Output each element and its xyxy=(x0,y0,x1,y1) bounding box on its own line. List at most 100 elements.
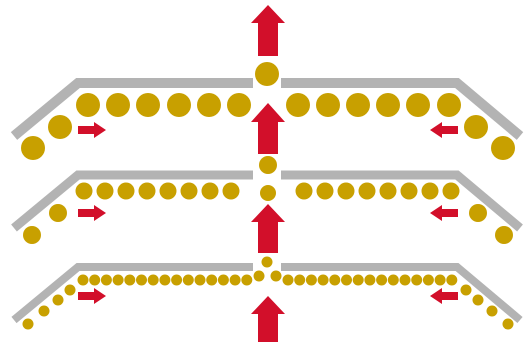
shelf-middle-left xyxy=(11,170,253,232)
particle-bottom-slope-left xyxy=(38,305,50,317)
particle-middle-right xyxy=(421,182,439,200)
particle-bottom-right xyxy=(422,274,434,286)
particle-bottom-right xyxy=(364,274,376,286)
particle-middle-slope-left xyxy=(49,204,67,222)
particle-bottom-left xyxy=(112,274,124,286)
particle-middle-right xyxy=(295,182,313,200)
particle-middle-right xyxy=(337,182,355,200)
shelves-layer xyxy=(10,78,524,324)
particle-bottom-right xyxy=(352,274,364,286)
particle-bottom-right xyxy=(317,274,329,286)
shelf-top-right xyxy=(281,78,524,140)
particle-bottom-left xyxy=(182,274,194,286)
particle-top-left xyxy=(227,93,251,117)
particle-bottom-left xyxy=(136,274,147,286)
particle-middle-right xyxy=(316,182,334,200)
particle-bottom-left xyxy=(77,274,89,286)
particle-middle-left xyxy=(117,182,135,200)
particle-top-slope-left xyxy=(48,115,72,139)
shelf-top-left xyxy=(10,78,253,140)
particle-bottom-slope-right xyxy=(472,294,484,306)
particle-bottom-right xyxy=(434,274,446,286)
shelf-bottom-right xyxy=(281,263,523,324)
arrow-inward-icon xyxy=(78,122,106,138)
particle-bottom-left xyxy=(241,274,253,286)
particle-bottom-right xyxy=(329,274,341,286)
particle-bottom-slope-left xyxy=(52,294,64,306)
arrow-inward-icon xyxy=(430,288,458,304)
particle-bottom-left xyxy=(100,274,112,286)
particle-middle-center xyxy=(259,156,277,174)
particle-bottom-center xyxy=(270,270,282,282)
particle-middle-slope-right xyxy=(469,204,487,222)
particle-top-right xyxy=(437,93,461,117)
arrow-up-icon xyxy=(251,204,285,253)
particle-bottom-left xyxy=(229,274,241,286)
particle-middle-slope-left xyxy=(23,226,41,244)
particle-middle-right xyxy=(400,182,418,200)
particle-bottom-left xyxy=(217,274,229,286)
arrow-up-icon xyxy=(251,296,285,342)
particle-bottom-right xyxy=(399,274,411,286)
particle-top-left xyxy=(197,93,221,117)
particle-middle-center xyxy=(260,185,276,201)
particle-bottom-left xyxy=(159,274,171,286)
arrow-up-icon xyxy=(251,103,285,154)
particle-bottom-slope-left xyxy=(22,318,34,330)
particle-bottom-right xyxy=(294,274,306,286)
particle-middle-left xyxy=(180,182,198,200)
particle-bottom-left xyxy=(89,274,101,286)
particle-bottom-left xyxy=(171,274,183,286)
particle-bottom-right xyxy=(411,274,423,286)
particle-top-left xyxy=(136,93,160,117)
arrow-inward-icon xyxy=(78,205,106,221)
particle-bottom-right xyxy=(376,274,388,286)
shelf-middle-right xyxy=(281,170,523,232)
particle-middle-left xyxy=(159,182,177,200)
particle-middle-left xyxy=(138,182,156,200)
particle-bottom-slope-right xyxy=(502,318,514,330)
particle-middle-right xyxy=(379,182,397,200)
particle-bottom-slope-right xyxy=(486,305,498,317)
particle-bottom-right xyxy=(305,274,317,286)
shelf-bottom-left xyxy=(11,263,253,324)
arrows-layer xyxy=(78,5,458,342)
particle-top-slope-right xyxy=(464,115,488,139)
particle-middle-right xyxy=(442,182,460,200)
arrow-inward-icon xyxy=(78,288,106,304)
particle-top-right xyxy=(316,93,340,117)
particle-bottom-left xyxy=(147,274,159,286)
particle-top-left xyxy=(76,93,100,117)
particle-top-slope-right xyxy=(491,136,515,160)
particle-top-left xyxy=(167,93,191,117)
particles-layer xyxy=(21,62,515,330)
particle-middle-left xyxy=(222,182,240,200)
particle-middle-left xyxy=(201,182,219,200)
arrow-inward-icon xyxy=(430,205,458,221)
particle-bottom-left xyxy=(206,274,218,286)
particle-top-slope-left xyxy=(21,136,45,160)
particle-bottom-right xyxy=(446,274,458,286)
particle-bottom-right xyxy=(387,274,399,286)
particle-middle-right xyxy=(358,182,376,200)
particle-bottom-center xyxy=(261,256,273,268)
particle-bottom-center xyxy=(253,270,265,282)
particle-top-left xyxy=(106,93,130,117)
particle-top-right xyxy=(376,93,400,117)
particle-bottom-right xyxy=(341,274,352,286)
particle-top-center xyxy=(255,62,279,86)
arrow-up-icon xyxy=(251,5,285,56)
arrow-inward-icon xyxy=(430,122,458,138)
particle-middle-left xyxy=(96,182,114,200)
particle-middle-slope-right xyxy=(495,226,513,244)
particle-bottom-slope-left xyxy=(64,284,76,296)
particle-top-right xyxy=(286,93,310,117)
particle-top-right xyxy=(406,93,430,117)
particle-top-right xyxy=(346,93,370,117)
particle-middle-left xyxy=(75,182,93,200)
particle-bottom-left xyxy=(124,274,136,286)
particle-bottom-left xyxy=(194,274,206,286)
particle-bottom-slope-right xyxy=(460,284,472,296)
particle-bottom-right xyxy=(282,274,294,286)
